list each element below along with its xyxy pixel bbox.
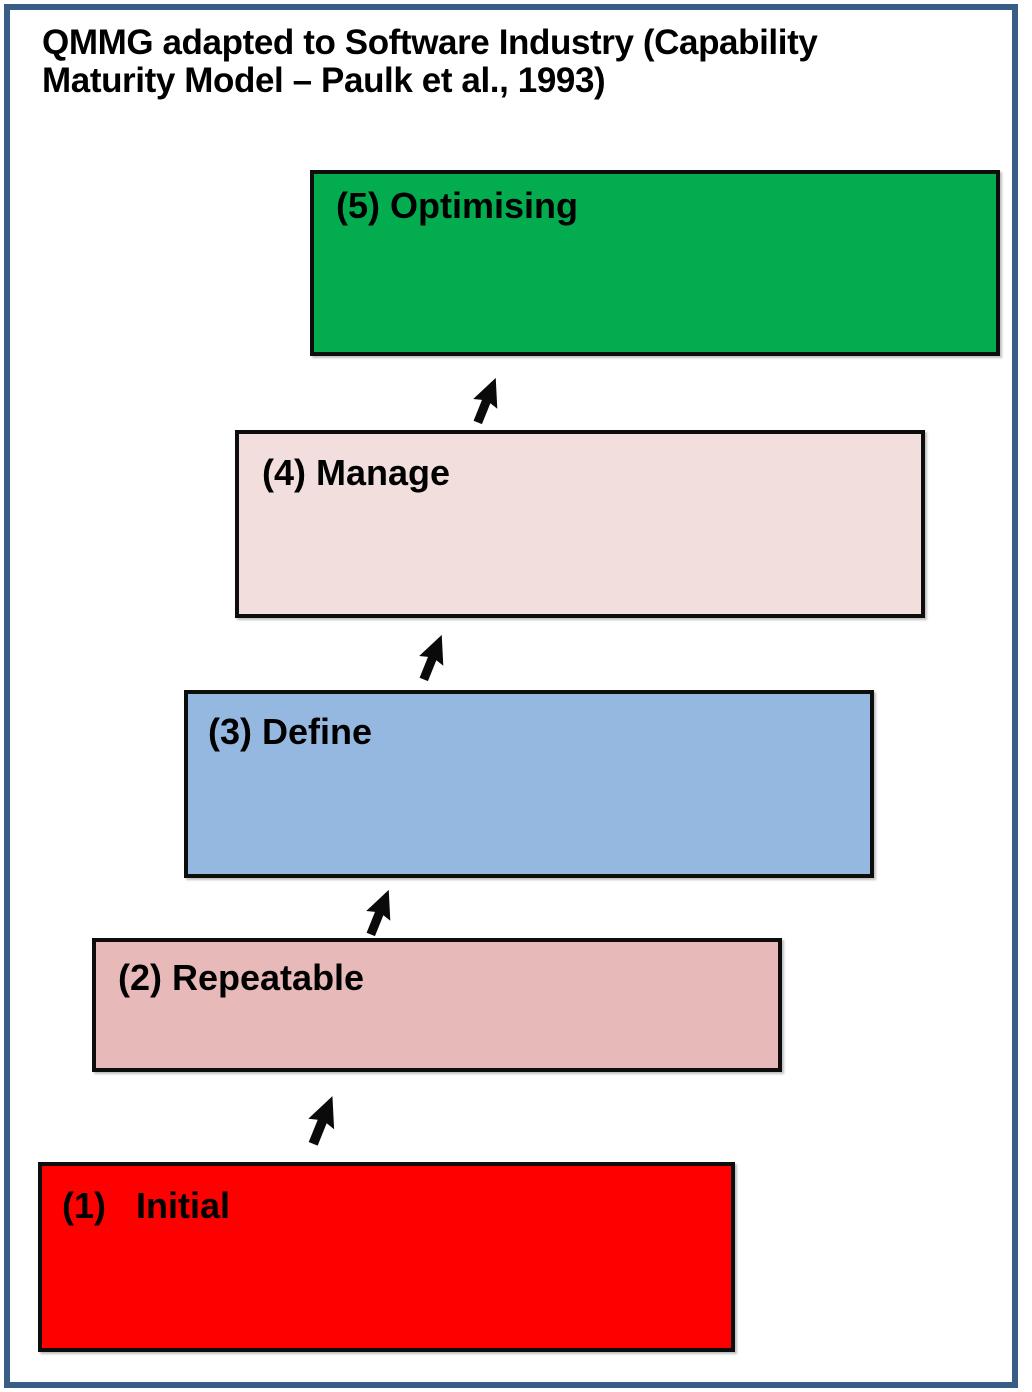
arrow-repeatable-to-define — [366, 889, 391, 937]
level-box-define[interactable] — [184, 690, 874, 878]
level-label-define: (3) Define — [208, 711, 373, 752]
level-label-initial: (1) Initial — [62, 1185, 231, 1226]
level-box-optimising[interactable] — [310, 170, 1000, 356]
level-box-manage[interactable] — [235, 430, 925, 618]
level-label-optimising: (5) Optimising — [336, 185, 578, 226]
arrow-manage-to-optimising — [473, 377, 498, 425]
level-label-repeatable: (2) Repeatable — [118, 957, 365, 998]
arrow-define-to-manage — [419, 634, 444, 682]
level-box-initial[interactable] — [38, 1162, 735, 1352]
arrow-initial-to-repeatable — [308, 1096, 335, 1146]
level-label-manage: (4) Manage — [262, 452, 451, 493]
level-box-repeatable[interactable] — [92, 938, 782, 1072]
diagram-title: QMMG adapted to Software Industry (Capab… — [42, 23, 818, 100]
